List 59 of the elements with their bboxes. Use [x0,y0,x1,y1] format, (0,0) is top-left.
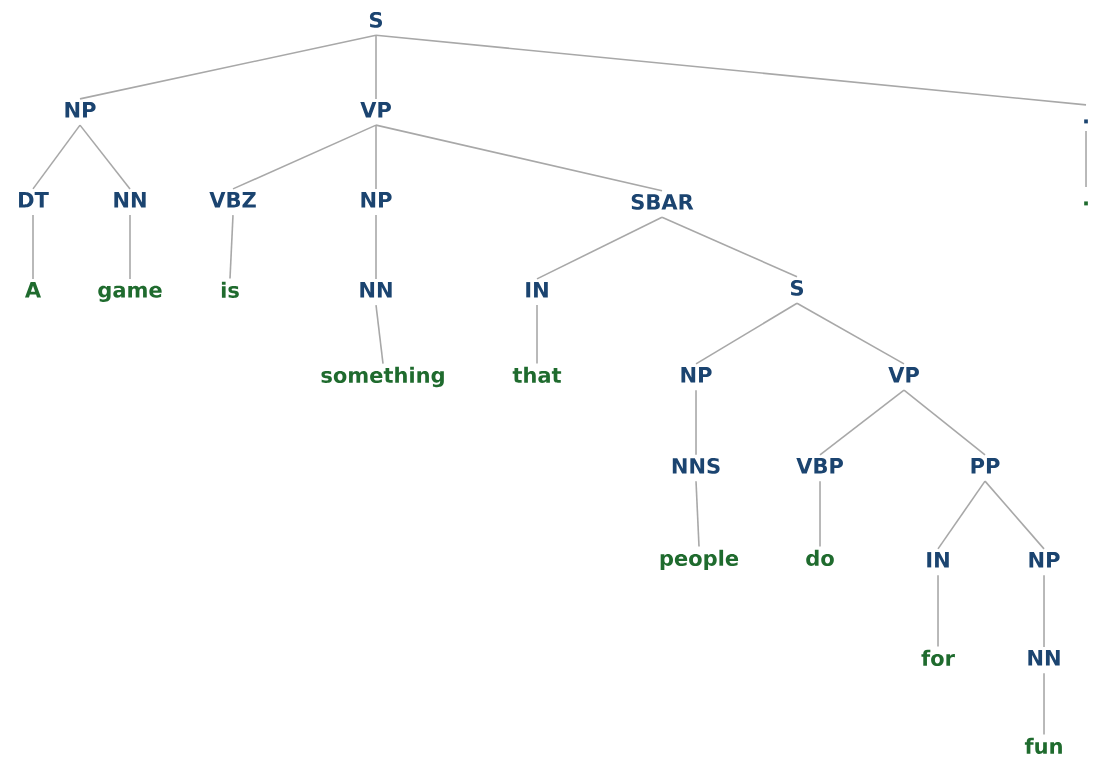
word-label: . [1084,201,1088,206]
word-label: fun [1024,737,1062,754]
tree-branch [536,304,538,365]
tag-label: NN [1028,650,1060,666]
tag-label: IN [927,552,949,568]
word-label: A [25,282,42,298]
tag-label: NP [361,192,392,208]
tree-branch [1085,130,1087,188]
tree-branch [819,389,905,456]
tag-label: DT [19,192,49,208]
tree-branch [661,216,798,278]
tree-branch [375,34,1087,106]
tag-label: NP [65,102,96,118]
tag-label: VBZ [209,192,256,208]
tree-branch [32,124,81,190]
tree-branch [695,302,798,365]
tree-branch [375,124,663,192]
tree-branch [796,302,905,365]
word-label: do [806,549,834,566]
tag-label: NN [114,192,146,208]
tag-label: . [1084,119,1088,124]
word-label: is [221,281,239,298]
tree-branch [536,216,663,280]
tree-branch [79,124,131,190]
tag-label: NP [1029,552,1060,568]
tag-label: VBP [796,458,843,474]
tree-branch [232,124,377,190]
tree-branch [984,480,1045,550]
tree-branch [32,214,34,280]
word-label: that [512,366,562,383]
tree-branch [695,389,697,456]
word-label: people [660,549,739,571]
tree-branch [79,34,377,100]
tag-label: NP [681,367,712,383]
word-label: game [98,285,162,302]
tag-label: PP [971,458,1000,474]
tree-branch [375,304,384,365]
tag-label: NN [360,282,392,298]
tree-branch [937,574,939,648]
tree-branch [375,34,377,100]
word-label: for [921,649,955,666]
tag-label: VP [360,102,391,118]
tag-label: S [369,11,383,28]
tree-branch [903,389,986,456]
tree-branch [1043,574,1045,648]
tag-label: S [790,279,804,296]
tree-branch [819,480,821,548]
word-label: something [321,366,444,388]
tag-label: IN [526,282,548,298]
tree-branch [375,124,377,190]
tag-label: VP [888,367,919,383]
tree-branch [375,214,377,280]
tree-branch [229,214,234,280]
tree-branch [695,480,700,548]
tree-branch [937,480,986,550]
tag-label: SBAR [631,193,694,210]
tag-label: NNS [672,457,720,474]
tree-branch [1043,672,1045,736]
tree-branch [129,214,131,280]
